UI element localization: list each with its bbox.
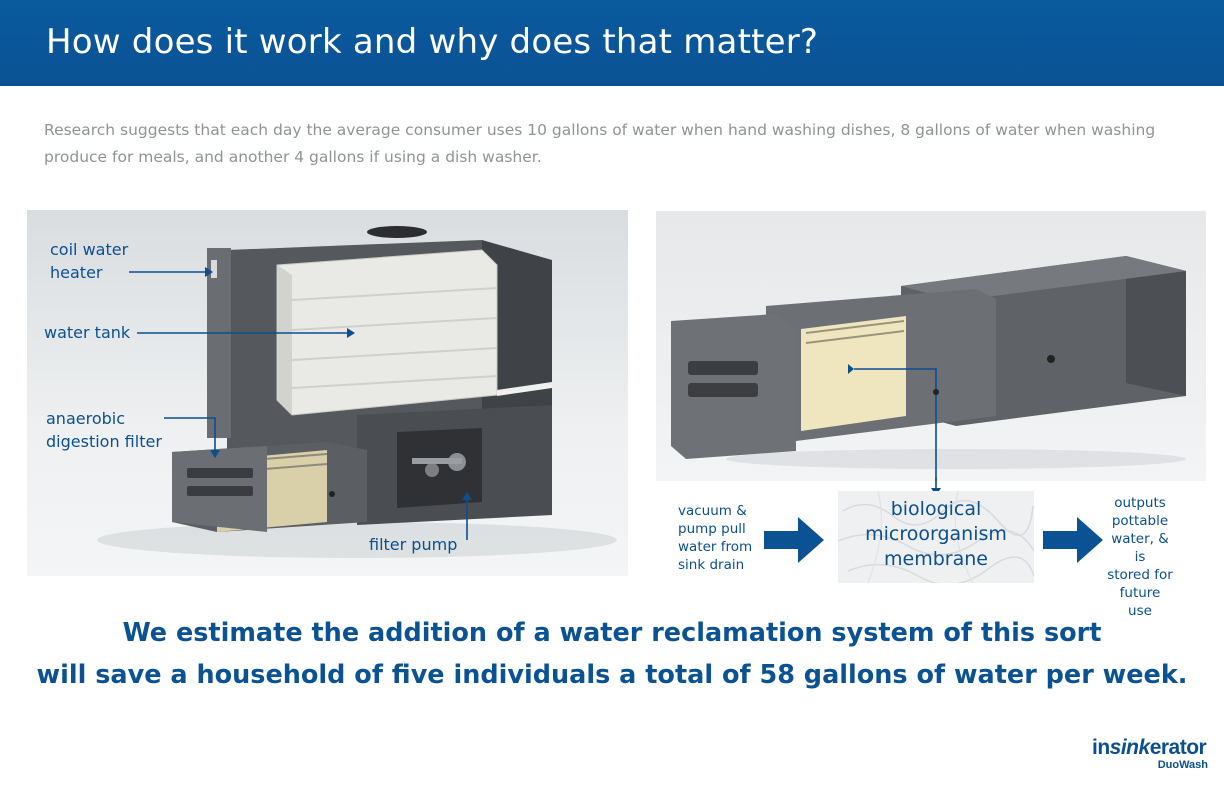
flow-input-text: vacuum & pump pull water from sink drain	[678, 503, 753, 573]
logo-prefix: in	[1092, 736, 1110, 759]
system-cutaway-panel: coil water heater water tank anaerobic d…	[27, 210, 628, 576]
flow-arrow-right-icon	[764, 517, 824, 563]
label-anaerobic-filter: anaerobic digestion filter	[46, 409, 162, 451]
filter-cartridge-illustration	[671, 256, 1186, 481]
conclusion-line-2: will save a household of five individual…	[36, 660, 1188, 690]
header-banner: How does it work and why does that matte…	[0, 0, 1224, 86]
membrane-line-1: biological	[890, 498, 982, 520]
membrane-texture	[838, 491, 1034, 583]
system-cutaway-illustration	[97, 226, 617, 558]
insinkerator-logo: insinkerator DuoWash	[1092, 736, 1210, 776]
label-coil-water-heater: coil water heater	[50, 240, 129, 282]
membrane-box: biological microorganism membrane	[838, 491, 1034, 583]
membrane-line-2: microorganism	[865, 523, 1007, 545]
flow-arrow-right-icon-2	[1043, 517, 1103, 563]
conclusion-line-1: We estimate the addition of a water recl…	[122, 618, 1102, 648]
page-title: How does it work and why does that matte…	[46, 22, 819, 62]
logo-sub: DuoWash	[1157, 759, 1208, 771]
flow-output-text: outputs pottable water, & is stored for …	[1107, 495, 1173, 619]
label-filter-pump: filter pump	[369, 535, 458, 554]
intro-paragraph: Research suggests that each day the aver…	[44, 121, 1156, 166]
label-water-tank: water tank	[44, 323, 131, 342]
logo-suffix: erator	[1149, 736, 1207, 759]
filter-cartridge-panel	[656, 211, 1206, 481]
logo-middle: sink	[1109, 736, 1151, 759]
membrane-line-3: membrane	[884, 548, 988, 570]
